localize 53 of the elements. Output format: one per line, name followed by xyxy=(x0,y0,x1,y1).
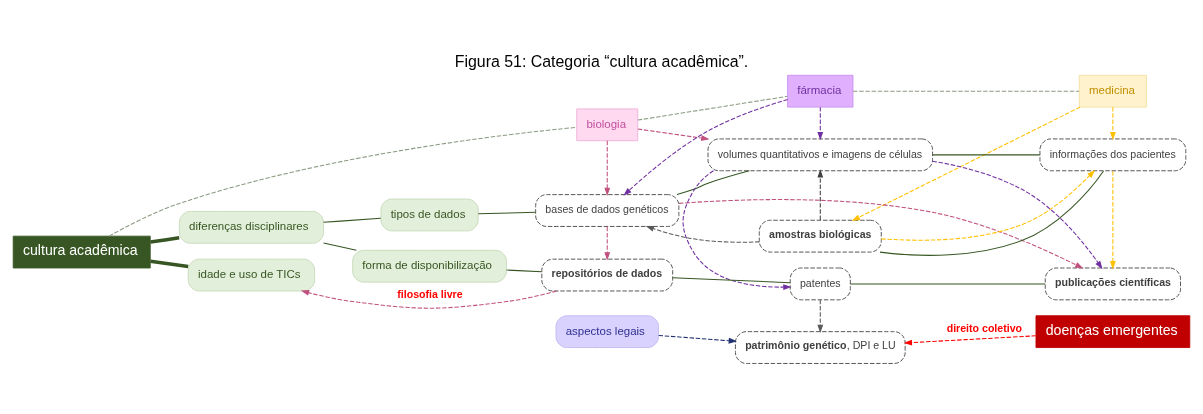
node-box: informações dos pacientes xyxy=(1039,138,1187,172)
connector xyxy=(477,211,536,215)
diagram-title: Figura 51: Categoria “cultura acadêmica”. xyxy=(454,52,749,70)
node-box: forma de disponibilização xyxy=(352,249,507,283)
arrow xyxy=(932,160,1103,270)
node-box: medicina xyxy=(1078,74,1147,108)
node-box: amostras biológicas xyxy=(758,219,882,253)
connector xyxy=(849,283,1046,285)
connector xyxy=(506,269,543,273)
node-box: patrimônio genético, DPI e LU xyxy=(734,331,906,364)
node-box: idade e uso de TICs xyxy=(187,258,316,292)
connector xyxy=(150,236,180,244)
arrow xyxy=(604,226,611,261)
node-box: doenças emergentes xyxy=(1035,315,1191,348)
arrow xyxy=(1109,106,1116,141)
edge-label: filosofia livre xyxy=(397,287,463,300)
node-box: patentes xyxy=(789,267,851,301)
node-box: aspectos legais xyxy=(555,315,659,348)
connector xyxy=(852,90,1080,92)
connector xyxy=(323,242,357,251)
edge-label: direito coletivo xyxy=(946,322,1023,335)
node-box: tipos de dados xyxy=(380,198,479,232)
arrow xyxy=(880,169,1096,241)
arrow xyxy=(1109,170,1116,270)
arrow xyxy=(817,299,824,333)
connector xyxy=(637,95,788,121)
arrow xyxy=(817,106,824,141)
arrow xyxy=(678,199,1084,269)
arrow xyxy=(300,289,558,309)
connector xyxy=(932,154,1041,156)
connector xyxy=(108,126,578,237)
arrow xyxy=(851,106,1081,221)
node-box: publicações científicas xyxy=(1044,267,1181,301)
arrow xyxy=(658,334,737,344)
node-box: repositórios de dados xyxy=(541,258,674,292)
node-box: diferenças disciplinares xyxy=(178,211,324,244)
node-box: volumes quantitativos e imagens de células xyxy=(707,138,933,172)
arrow xyxy=(604,140,611,197)
connector xyxy=(323,217,382,223)
connector xyxy=(672,277,791,284)
node-box: bases de dados genéticos xyxy=(535,194,680,227)
arrow xyxy=(903,335,1037,346)
connector xyxy=(150,259,189,269)
arrow xyxy=(645,225,760,243)
arrow xyxy=(623,99,788,196)
arrow xyxy=(817,169,824,221)
node-box: cultura acadêmica xyxy=(12,235,151,269)
connector xyxy=(879,170,1105,256)
node-box: biologia xyxy=(576,108,639,142)
arrow xyxy=(637,128,710,141)
connector xyxy=(676,170,750,196)
node-box: fármacia xyxy=(787,74,854,108)
arrow xyxy=(682,170,792,290)
